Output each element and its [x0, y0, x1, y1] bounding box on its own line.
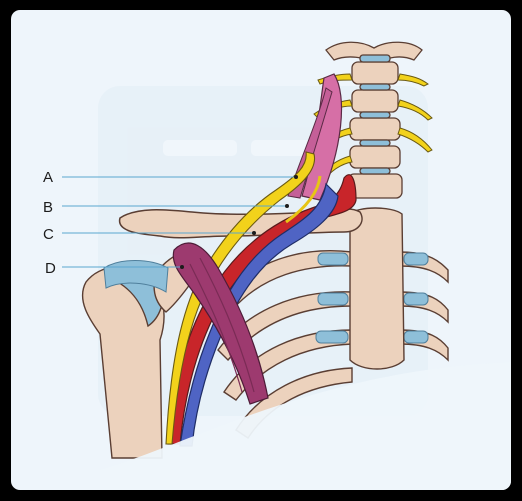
brachial-plexus-strand [285, 175, 322, 224]
label-c: C [43, 226, 54, 243]
label-a: A [43, 169, 53, 186]
anatomy-illustration: A B C D [43, 41, 511, 490]
brachial-plexus [165, 151, 316, 445]
sternum [349, 207, 405, 370]
leader-lines [62, 176, 296, 268]
label-d: D [45, 260, 56, 277]
pectoralis-minor-fibers [189, 257, 255, 393]
diagram-card: A B C D [11, 10, 511, 490]
bottom-fade [100, 362, 511, 490]
pectoralis-minor [172, 242, 269, 405]
cervical-spine [325, 41, 423, 199]
leader-dot-a [294, 175, 298, 179]
glenoid-cartilage [103, 260, 169, 293]
leader-dot-d [180, 265, 184, 269]
humerus [81, 266, 165, 459]
leader-dot-b [285, 204, 289, 208]
costal-cartilages [315, 252, 429, 344]
label-b: B [43, 199, 53, 216]
leader-dots [180, 175, 298, 269]
leader-dot-c [252, 231, 256, 235]
